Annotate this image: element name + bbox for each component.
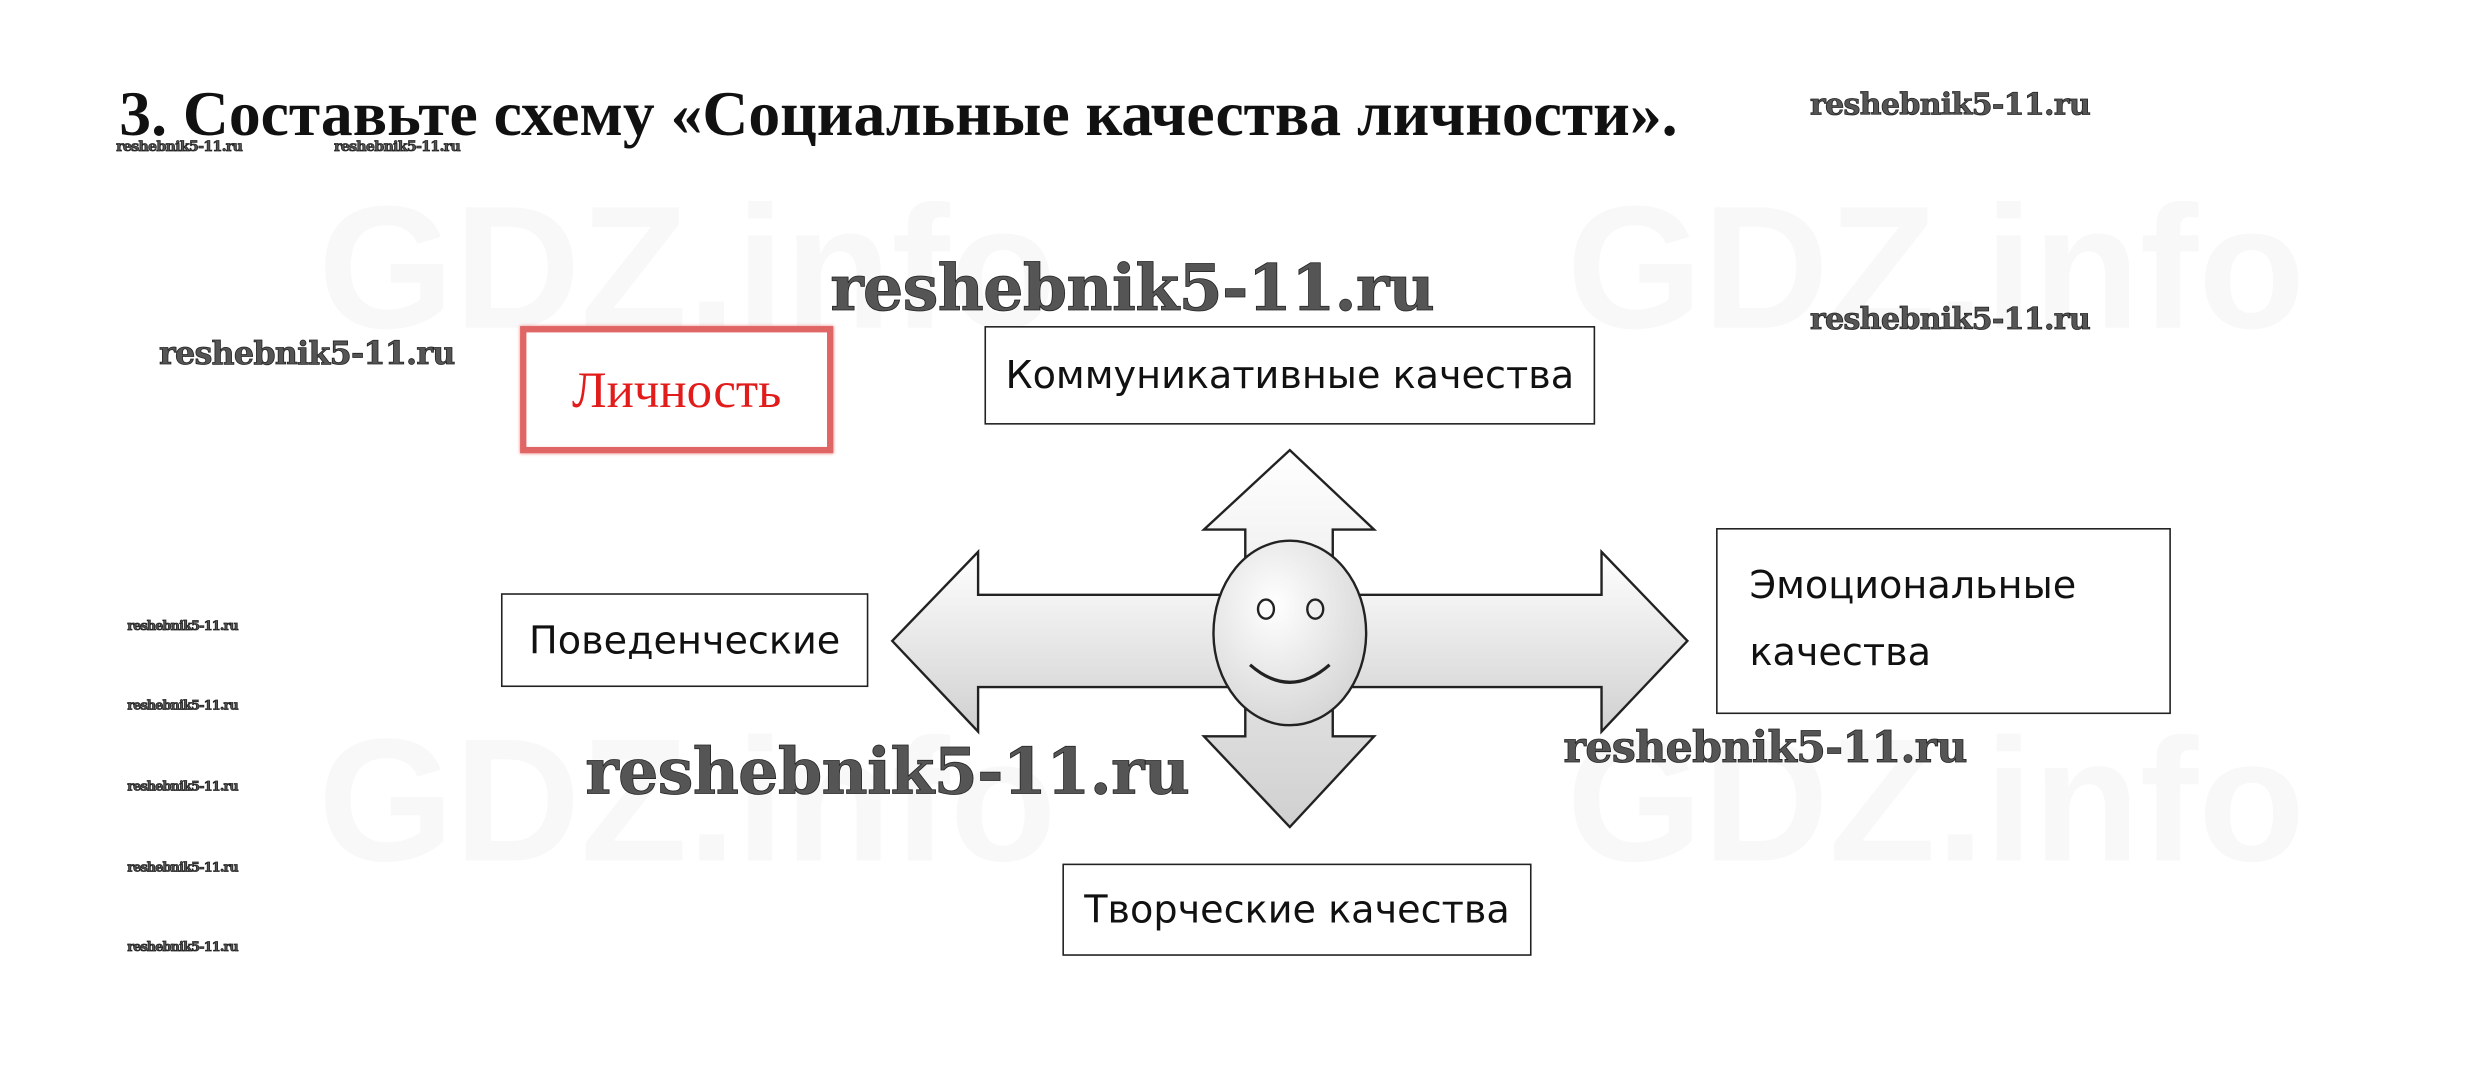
bg-watermark: GDZ.info (318, 702, 1057, 899)
bg-watermark: GDZ.info (1566, 170, 2306, 366)
watermark: reshebnik5-11.ru (127, 938, 239, 955)
watermark: reshebnik5-11.ru (1809, 87, 2091, 123)
page-title: 3. Составьте схему «Социальные качества … (119, 77, 1678, 150)
watermark: reshebnik5-11.ru (127, 858, 239, 875)
watermark: reshebnik5-11.ru (333, 139, 462, 157)
box-behavioral: Поведенческие (500, 593, 869, 688)
bg-watermark: GDZ.info (1566, 702, 2306, 899)
center-box-lichnost: Личность (520, 326, 834, 454)
box-emotional: Эмоциональные качества (1716, 528, 2171, 715)
watermark: reshebnik5-11.ru (127, 617, 239, 634)
smiley-face-icon (1212, 539, 1368, 727)
emotional-line2: качества (1749, 629, 1932, 675)
watermark: reshebnik5-11.ru (127, 696, 239, 713)
watermark: reshebnik5-11.ru (1563, 723, 1968, 773)
box-communicative: Коммуникативные качества (984, 326, 1596, 425)
watermark: reshebnik5-11.ru (585, 734, 1190, 810)
watermark: reshebnik5-11.ru (830, 251, 1435, 327)
watermark: reshebnik5-11.ru (159, 333, 456, 373)
box-creative: Творческие качества (1062, 863, 1532, 956)
watermark: reshebnik5-11.ru (116, 139, 244, 157)
emotional-line1: Эмоциональные (1749, 563, 2077, 608)
watermark: reshebnik5-11.ru (127, 777, 239, 794)
watermark: reshebnik5-11.ru (1809, 302, 2091, 338)
